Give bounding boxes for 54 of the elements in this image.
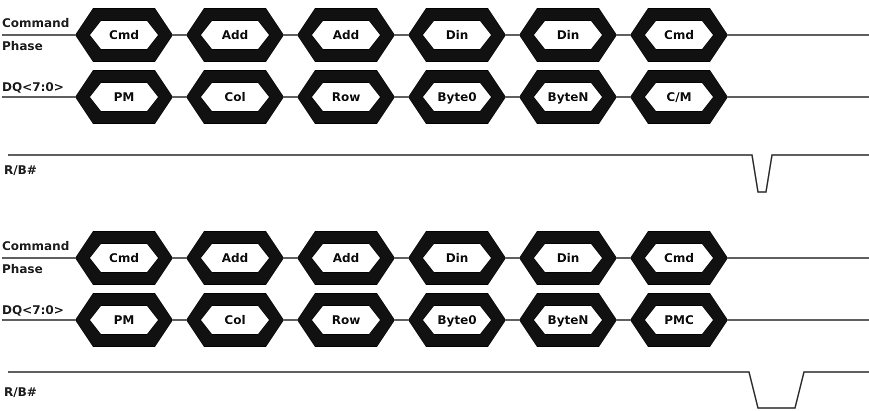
bus-value-text: Byte0 [436, 89, 478, 105]
bus-value-text: Add [332, 250, 360, 266]
bus-value-text: Add [332, 27, 360, 43]
bus-line [284, 319, 297, 321]
bus-line [506, 257, 519, 259]
bus-line [617, 96, 630, 98]
signal-name: R/B# [4, 162, 37, 179]
bus-value-text: PMC [663, 312, 695, 328]
bus-value-text: Din [444, 27, 470, 43]
bus-value-text: Din [556, 27, 580, 43]
bus-line [395, 34, 408, 36]
bus-line [173, 34, 186, 36]
bus-value-text: Cmd [663, 250, 695, 266]
signal-name: DQ<7:0> [2, 80, 68, 94]
bus-line [173, 257, 186, 259]
bus-value-text: Col [223, 89, 247, 105]
bus-line [506, 96, 519, 98]
bus-line [173, 319, 186, 321]
bus-value-text: PM [112, 312, 136, 328]
bus-value-text: Add [220, 27, 250, 43]
bus-value-text: C/M [665, 89, 693, 105]
signal-name: DQ<7:0> [2, 303, 68, 317]
bus-value-text: Din [556, 250, 580, 266]
bus-value-text: Col [223, 312, 247, 328]
bus-line [2, 319, 75, 321]
bus-line [395, 319, 408, 321]
bus-value-text: PM [112, 89, 136, 105]
bus-value-text: Cmd [108, 250, 140, 266]
signal-name: Command Phase [2, 235, 68, 281]
bus-line [506, 34, 519, 36]
signal-name: R/B# [4, 384, 37, 401]
bus-line [2, 96, 75, 98]
bus-value-text: Cmd [108, 27, 140, 43]
bus-line [506, 319, 519, 321]
bus-value-text: ByteN [546, 89, 590, 105]
bus-line [617, 34, 630, 36]
bus-value-text: Din [444, 250, 470, 266]
bus-line [284, 96, 297, 98]
bus-line [2, 257, 75, 259]
bus-line [395, 257, 408, 259]
bus-value-text: Cmd [663, 27, 695, 43]
bus-line [284, 34, 297, 36]
bus-value-text: Row [330, 89, 362, 105]
bus-line [284, 257, 297, 259]
bus-value-text: Row [330, 312, 362, 328]
signal-name: Command Phase [2, 12, 68, 58]
bus-value-text: ByteN [546, 312, 590, 328]
bus-line [2, 34, 75, 36]
bus-value-text: Byte0 [436, 312, 478, 328]
bus-line [173, 96, 186, 98]
bus-line [617, 257, 630, 259]
bus-line [395, 96, 408, 98]
bus-value-text: Add [220, 250, 250, 266]
bus-line [617, 319, 630, 321]
